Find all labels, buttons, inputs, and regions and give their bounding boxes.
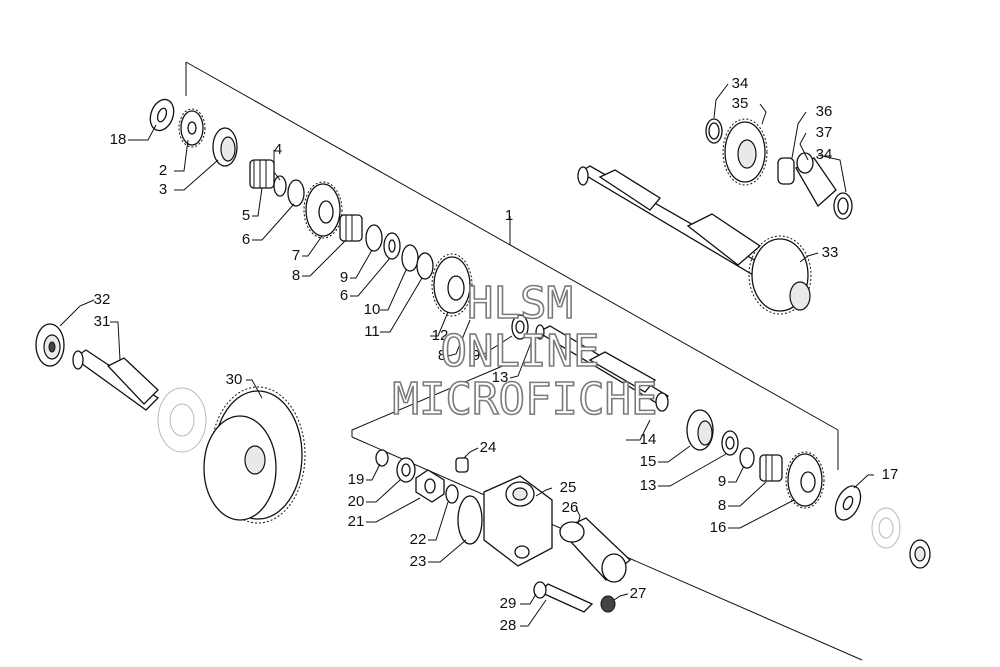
callout-13: 13 (492, 369, 509, 386)
bearing-ghost-left (157, 387, 207, 453)
callout-27: 27 (630, 585, 647, 602)
callout-16: 16 (710, 519, 727, 536)
callout-23: 23 (410, 553, 427, 570)
callout-5: 5 (242, 207, 250, 224)
callout-8: 8 (438, 347, 446, 364)
callout-6: 6 (340, 287, 348, 304)
bearing-5 (249, 159, 275, 189)
callout-18: 18 (110, 131, 127, 148)
watermark-line-3: MICROFICHE (393, 374, 658, 425)
callout-37: 37 (816, 124, 833, 141)
callout-24: 24 (480, 439, 497, 456)
lockwasher-10 (401, 244, 419, 272)
washer-34b (833, 192, 853, 220)
callout-9: 9 (340, 269, 348, 286)
bearing-8a (339, 214, 363, 242)
callout-11: 11 (364, 323, 380, 340)
callout-1: 1 (505, 207, 513, 224)
bushing-36 (777, 157, 795, 185)
callout-17: 17 (882, 466, 899, 483)
callout-32: 32 (94, 291, 111, 308)
output-shaft-14 (535, 324, 670, 412)
callout-12: 12 (432, 327, 449, 344)
callout-8: 8 (292, 267, 300, 284)
callout-36: 36 (816, 103, 833, 120)
bearing-32 (35, 323, 65, 367)
callout-19: 19 (348, 471, 365, 488)
callout-10: 10 (364, 301, 381, 318)
leader-lines (59, 83, 874, 627)
callout-15: 15 (640, 453, 657, 470)
callout-14: 14 (640, 431, 657, 448)
shift-arm-26 (558, 517, 631, 583)
washer-9a (365, 224, 383, 252)
washer-11 (416, 252, 434, 280)
washer-9b (511, 314, 529, 340)
callout-28: 28 (500, 617, 517, 634)
callout-9: 9 (472, 347, 480, 364)
clip-19 (375, 449, 389, 467)
callout-8: 8 (718, 497, 726, 514)
callout-4: 4 (274, 141, 282, 158)
watermark-line-2: ONLINE (441, 326, 600, 377)
washer-4 (273, 175, 305, 207)
callout-34: 34 (732, 75, 749, 92)
callout-31: 31 (94, 313, 111, 330)
gear-2 (178, 108, 206, 148)
gasket-23 (457, 495, 483, 545)
input-shaft-33 (577, 165, 812, 315)
washer-9c (739, 447, 755, 469)
callout-30: 30 (226, 371, 243, 388)
callout-20: 20 (348, 493, 365, 510)
watermark: HLSM ONLINE MICROFICHE (392, 277, 659, 426)
gear-30 (203, 386, 306, 524)
callout-3: 3 (159, 181, 167, 198)
gear-12 (431, 253, 473, 317)
callout-2: 2 (159, 162, 167, 179)
shaft-31 (72, 349, 160, 411)
callout-26: 26 (562, 499, 579, 516)
washer-20 (396, 457, 416, 483)
ring-22 (445, 484, 459, 504)
housing-25 (483, 475, 553, 567)
gear-35 (722, 118, 768, 186)
bearing-8b (759, 454, 783, 482)
watermark-line-1: HLSM (467, 278, 573, 329)
callout-25: 25 (560, 479, 577, 496)
hub-3 (212, 127, 238, 167)
callout-35: 35 (732, 95, 749, 112)
washer-13 (721, 430, 739, 456)
bearing-ghost-right (871, 507, 931, 569)
callout-22: 22 (410, 531, 427, 548)
bolt-28 (533, 581, 594, 613)
gear-16 (785, 451, 825, 509)
hub-15 (686, 409, 714, 451)
gear-7 (303, 181, 343, 239)
callout-34: 34 (816, 146, 833, 163)
callout-33: 33 (822, 244, 839, 261)
washer-6a (383, 232, 401, 260)
washer-34a (705, 118, 723, 144)
callout-21: 21 (348, 513, 365, 530)
pin-24 (455, 457, 469, 473)
washer-18 (149, 98, 175, 132)
nut-21 (415, 469, 445, 503)
callout-6: 6 (242, 231, 250, 248)
callout-7: 7 (292, 247, 300, 264)
callout-13: 13 (640, 477, 657, 494)
nut-27 (600, 595, 616, 613)
callout-29: 29 (500, 595, 517, 612)
callout-9: 9 (718, 473, 726, 490)
washer-17 (834, 485, 862, 521)
